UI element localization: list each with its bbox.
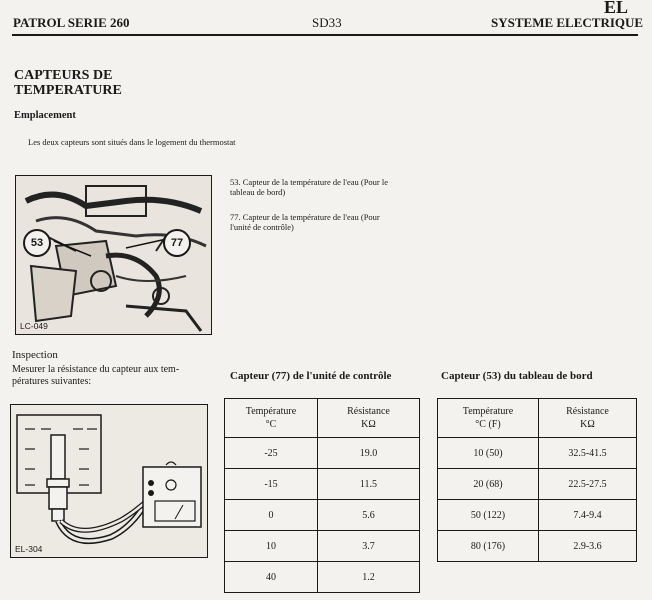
table53-cell: 80 (176): [437, 530, 539, 562]
table53-cell: 22.5-27.5: [538, 468, 637, 500]
inspection-text-line1: Mesurer la résistance du capteur aux tem…: [12, 364, 180, 375]
header-right: SYSTEME ELECTRIQUE: [491, 15, 644, 30]
table77-cell: -15: [224, 468, 318, 500]
table-row: 0 5.6: [224, 499, 420, 531]
table77-cell: 40: [224, 561, 318, 593]
table53-title: Capteur (53) du tableau de bord: [441, 370, 593, 382]
table53-header-temp-line1: Température: [462, 406, 514, 417]
table77-cell: 3.7: [317, 530, 420, 562]
header-rule: [12, 34, 638, 36]
table77-cell: -25: [224, 437, 318, 469]
table77-title: Capteur (77) de l'unité de contrôle: [230, 370, 392, 382]
engine-figure: 53 77 LC-049: [15, 175, 212, 335]
section-title-line1: CAPTEURS DE: [14, 68, 113, 83]
caption-53: 53. Capteur de la température de l'eau (…: [230, 177, 400, 197]
inspection-text-line2: pératures suivantes:: [12, 376, 92, 387]
caption-77-line1: 77. Capteur de la température de l'eau (…: [230, 212, 380, 222]
table53-cell: 50 (122): [437, 499, 539, 531]
table77-header-res: Résistance KΩ: [317, 398, 420, 438]
test-figure: EL-304: [10, 404, 208, 558]
section-title-line2: TEMPERATURE: [14, 83, 122, 98]
table77-header-res-line1: Résistance: [347, 406, 390, 417]
table-row: -25 19.0: [224, 437, 420, 469]
table53-cell: 10 (50): [437, 437, 539, 469]
table53-header-res-line1: Résistance: [566, 406, 609, 417]
table77: Température °C Résistance KΩ -25 19.0 -1…: [224, 398, 420, 593]
header-left: PATROL SERIE 260: [13, 15, 130, 30]
table53-cell: 32.5-41.5: [538, 437, 637, 469]
table53-cell: 7.4-9.4: [538, 499, 637, 531]
table53-cell: 20 (68): [437, 468, 539, 500]
caption-77: 77. Capteur de la température de l'eau (…: [230, 212, 400, 232]
callout-77: 77: [163, 229, 191, 257]
table77-cell: 11.5: [317, 468, 420, 500]
table77-cell: 5.6: [317, 499, 420, 531]
table53: Température °C (F) Résistance KΩ 10 (50)…: [437, 398, 637, 562]
table53-header-temp: Température °C (F): [437, 398, 539, 438]
table77-header-temp-line2: °C: [265, 419, 277, 430]
table53-header-res-line2: KΩ: [580, 419, 595, 430]
table-row: -15 11.5: [224, 468, 420, 500]
header-center: SD33: [312, 15, 342, 30]
figure1-label: LC-049: [20, 321, 48, 331]
figure2-label: EL-304: [15, 544, 43, 554]
table77-header-temp: Température °C: [224, 398, 318, 438]
table-row: 40 1.2: [224, 561, 420, 593]
table-row: 10 3.7: [224, 530, 420, 562]
inspection-text: Mesurer la résistance du capteur aux tem…: [12, 364, 179, 388]
table-row: 80 (176) 2.9-3.6: [437, 530, 637, 562]
section-title: CAPTEURS DE TEMPERATURE: [14, 68, 122, 98]
table77-cell: 10: [224, 530, 318, 562]
table53-header-res: Résistance KΩ: [538, 398, 637, 438]
table-row: 50 (122) 7.4-9.4: [437, 499, 637, 531]
test-illustration: [11, 405, 207, 557]
header-badge: EL: [604, 0, 629, 17]
table77-cell: 1.2: [317, 561, 420, 593]
table53-cell: 2.9-3.6: [538, 530, 637, 562]
table77-cell: 0: [224, 499, 318, 531]
caption-77-line2: l'unité de contrôle): [230, 222, 294, 232]
table-row: 20 (68) 22.5-27.5: [437, 468, 637, 500]
inspection-heading: Inspection: [12, 349, 58, 361]
table77-header-temp-line1: Température: [245, 406, 297, 417]
table77-cell: 19.0: [317, 437, 420, 469]
table53-header-temp-line2: °C (F): [475, 419, 501, 430]
emplacement-text: Les deux capteurs sont situés dans le lo…: [28, 137, 236, 147]
caption-53-line1: 53. Capteur de la température de l'eau (…: [230, 177, 389, 187]
emplacement-heading: Emplacement: [14, 110, 76, 121]
caption-53-line2: tableau de bord): [230, 187, 286, 197]
callout-53: 53: [23, 229, 51, 257]
table77-header-res-line2: KΩ: [361, 419, 376, 430]
table-row: 10 (50) 32.5-41.5: [437, 437, 637, 469]
